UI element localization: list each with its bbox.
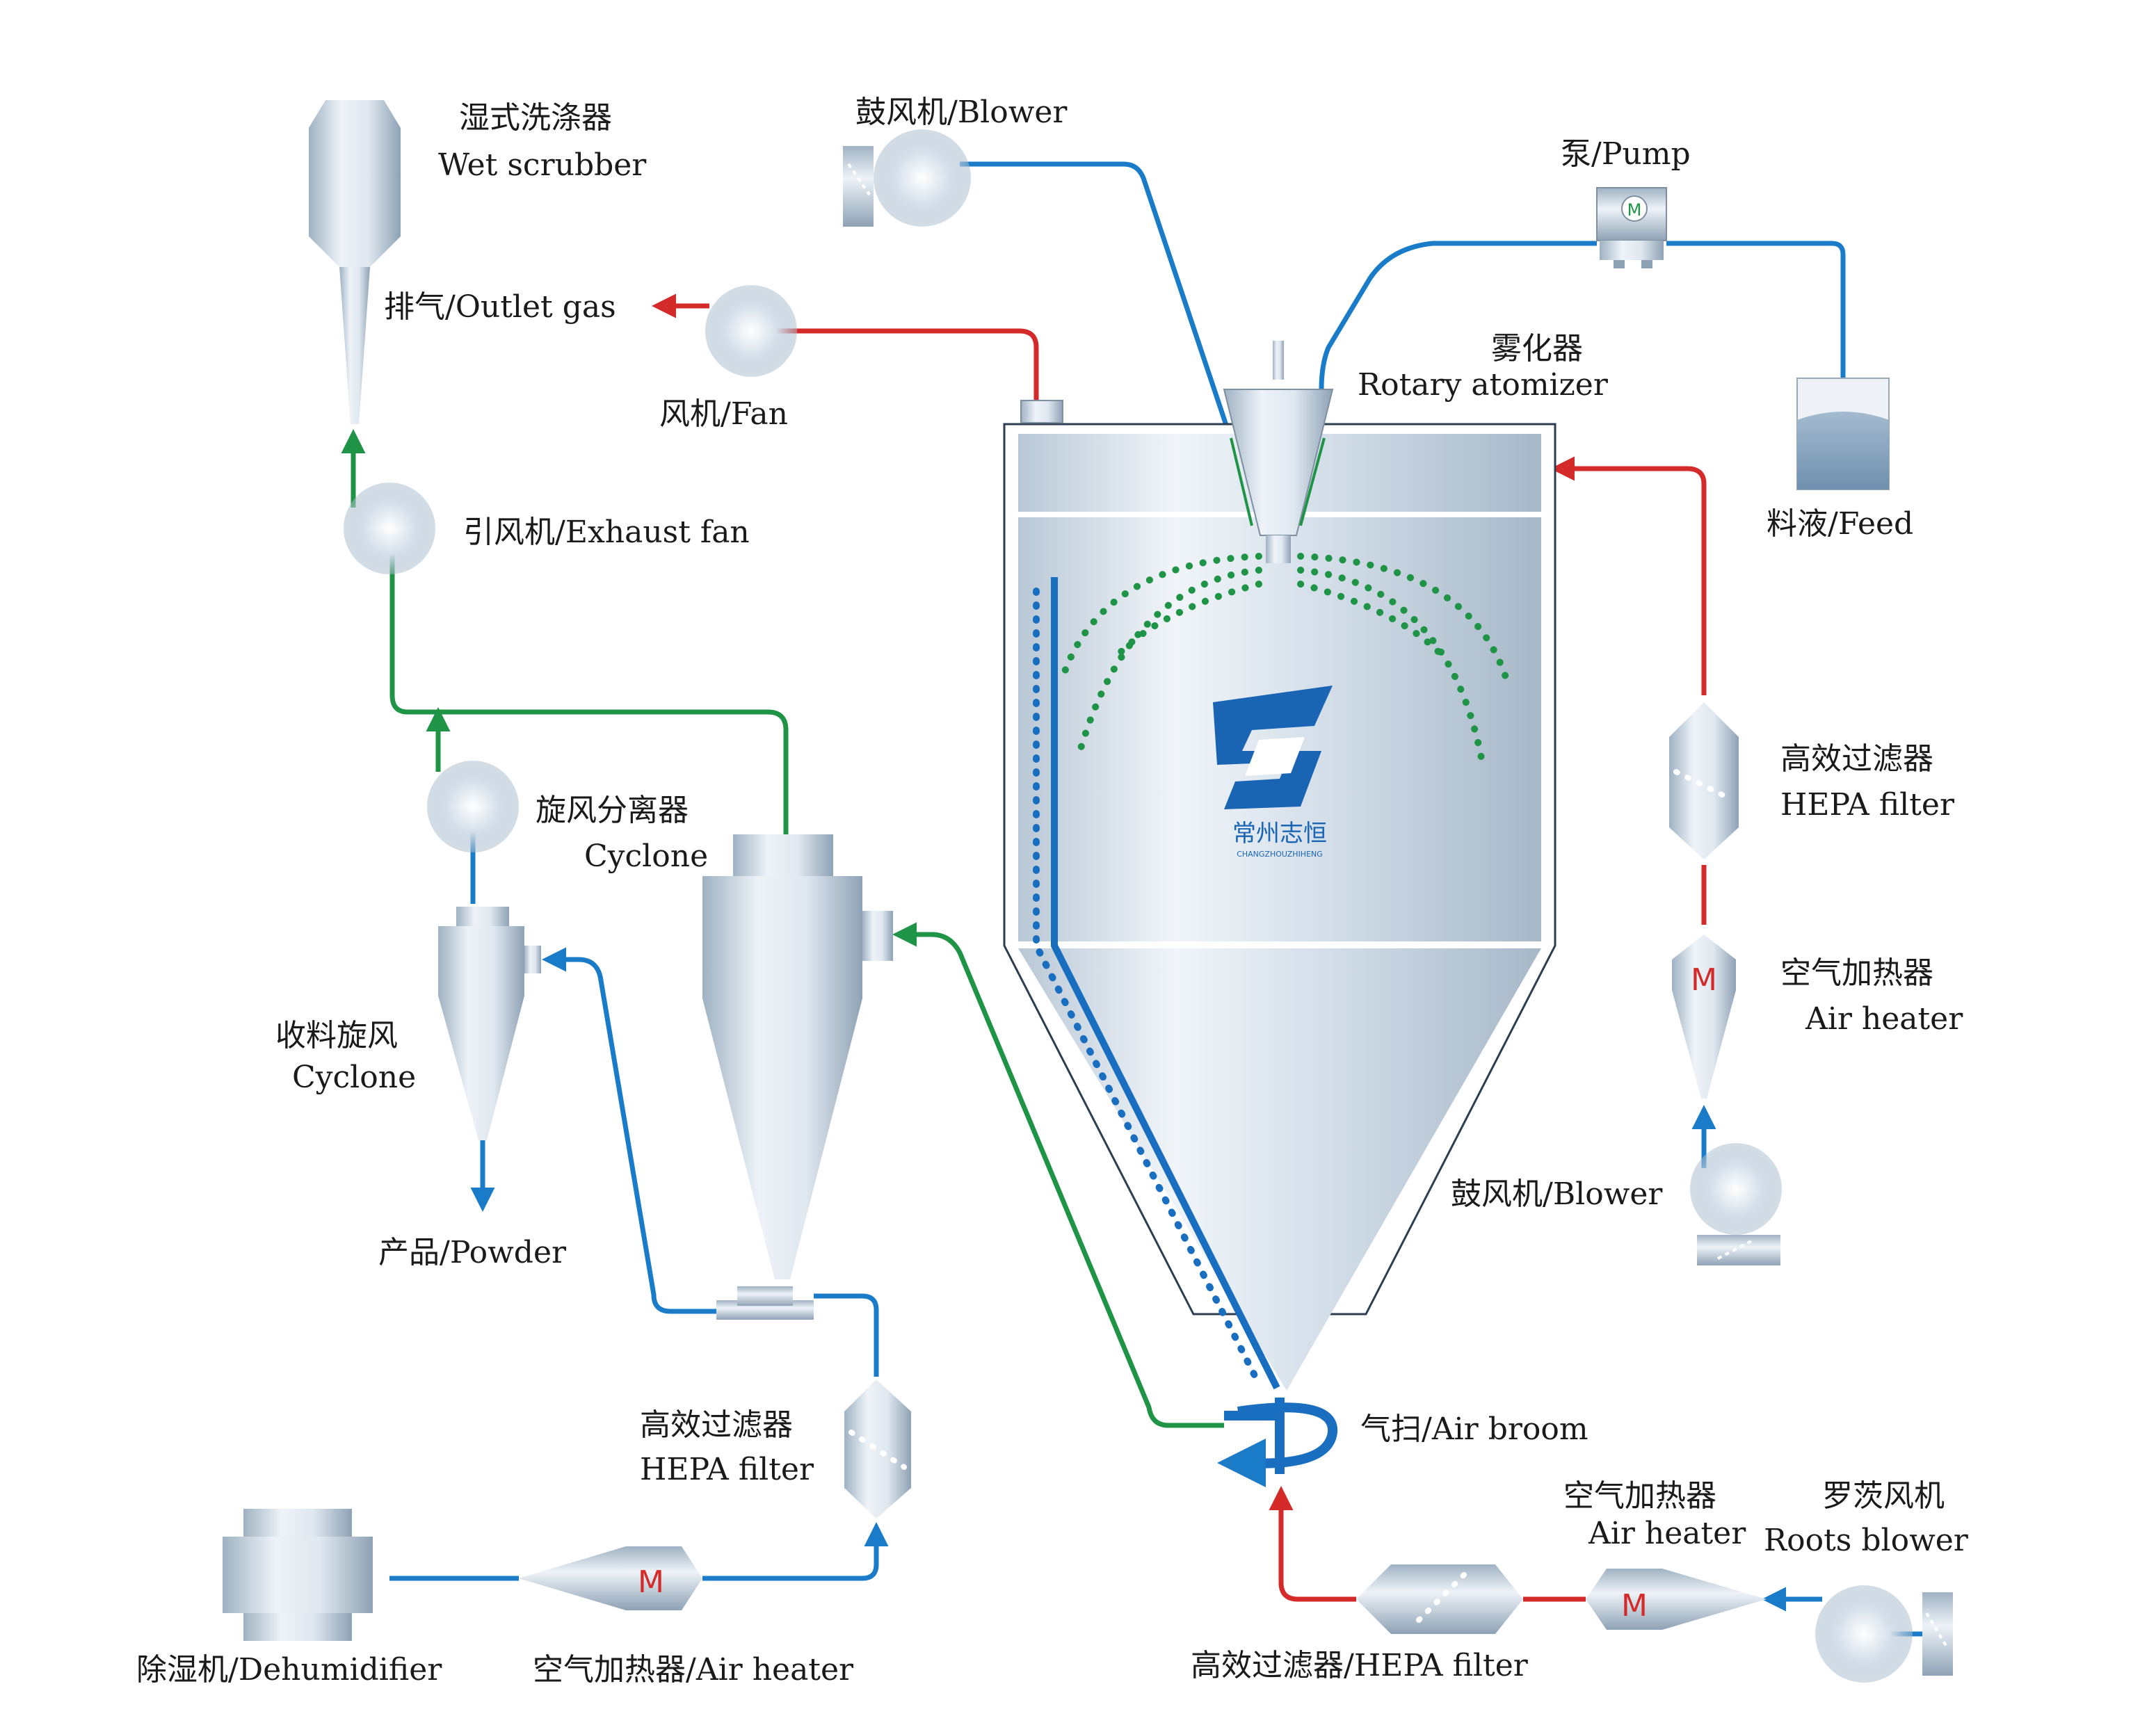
wet-scrubber bbox=[309, 100, 401, 424]
label-roots-cn: 罗茨风机 bbox=[1822, 1478, 1945, 1514]
hepa-filter-bottom bbox=[1356, 1564, 1523, 1634]
cyclone-fan bbox=[427, 761, 519, 852]
label-wet-scrubber-cn: 湿式洗涤器 bbox=[459, 100, 612, 136]
label-outlet-gas: 排气/Outlet gas bbox=[384, 289, 616, 325]
roots-blower bbox=[1815, 1585, 1953, 1683]
label-roots-en: Roots blower bbox=[1764, 1523, 1969, 1558]
label-cyclone-main-cn: 旋风分离器 bbox=[536, 793, 689, 828]
label-cyclone-main-en: Cyclone bbox=[584, 839, 708, 874]
fan-exhaust-gas bbox=[705, 285, 797, 377]
svg-text:M: M bbox=[1621, 1588, 1648, 1624]
air-heater-bottom: M bbox=[1586, 1569, 1767, 1630]
label-blower-right: 鼓风机/Blower bbox=[1451, 1176, 1663, 1212]
svg-text:M: M bbox=[1691, 962, 1717, 998]
air-broom-rotor bbox=[1217, 1398, 1338, 1487]
label-air-heater-left: 空气加热器/Air heater bbox=[533, 1652, 854, 1687]
rotary-atomizer bbox=[1223, 341, 1334, 563]
main-cyclone bbox=[702, 834, 893, 1320]
exhaust-fan bbox=[344, 483, 435, 574]
pipe-pump-to-atomizer bbox=[1319, 241, 1597, 390]
company-logo-icon: 常州志恒 CHANGZHOUZHIHENG bbox=[1213, 686, 1333, 859]
label-hepa-right-cn: 高效过滤器 bbox=[1780, 741, 1933, 777]
label-collect-cyclone-en: Cyclone bbox=[292, 1060, 416, 1095]
label-hepa-left-cn: 高效过滤器 bbox=[640, 1407, 793, 1443]
pipe-network bbox=[341, 161, 1926, 1637]
air-broom-jets bbox=[1033, 588, 1262, 1387]
collect-cyclone bbox=[438, 907, 541, 1140]
label-blower-top: 鼓风机/Blower bbox=[855, 95, 1068, 130]
fan-icon bbox=[874, 129, 971, 227]
label-air-heater-bottom-en: Air heater bbox=[1588, 1516, 1746, 1551]
svg-text:M: M bbox=[1627, 200, 1642, 220]
label-dehumidifier: 除湿机/Dehumidifier bbox=[136, 1652, 442, 1687]
label-air-heater-right-cn: 空气加热器 bbox=[1780, 955, 1933, 991]
pipe-hepa-to-valve bbox=[814, 1293, 879, 1377]
spray-drying-tower: 常州志恒 CHANGZHOUZHIHENG bbox=[1003, 400, 1556, 1391]
label-powder: 产品/Powder bbox=[378, 1235, 567, 1270]
label-rotary-atomizer-cn: 雾化器 bbox=[1491, 331, 1583, 366]
blower-right bbox=[1690, 1143, 1782, 1265]
svg-text:M: M bbox=[638, 1564, 664, 1600]
air-heater-right: M bbox=[1672, 934, 1736, 1099]
label-collect-cyclone-cn: 收料旋风 bbox=[275, 1018, 398, 1053]
blower-top bbox=[843, 129, 971, 227]
label-exhaust-fan: 引风机/Exhaust fan bbox=[463, 515, 750, 550]
label-rotary-atomizer-en: Rotary atomizer bbox=[1358, 367, 1609, 403]
label-feed: 料液/Feed bbox=[1767, 506, 1913, 542]
logo-en: CHANGZHOUZHIHENG bbox=[1237, 850, 1323, 859]
spray-pattern bbox=[1058, 553, 1513, 761]
hepa-filter-left bbox=[844, 1379, 911, 1519]
air-heater-left: M bbox=[519, 1546, 702, 1610]
pipe-broom-to-cyclone bbox=[892, 922, 1224, 1428]
dehumidifier bbox=[223, 1509, 373, 1641]
label-air-heater-bottom-cn: 空气加热器 bbox=[1563, 1478, 1716, 1514]
pipe-feed-to-pump bbox=[1666, 241, 1846, 378]
label-hepa-right-en: HEPA filter bbox=[1780, 787, 1955, 823]
pipe-hepa-to-tower bbox=[1550, 456, 1707, 695]
motor-icon bbox=[1621, 195, 1648, 222]
pipe-cyclone-to-exhaust bbox=[389, 528, 789, 834]
label-air-broom: 气扫/Air broom bbox=[1360, 1411, 1588, 1447]
label-fan: 风机/Fan bbox=[659, 396, 788, 432]
label-hepa-bottom: 高效过滤器/HEPA filter bbox=[1191, 1648, 1529, 1683]
label-hepa-left-en: HEPA filter bbox=[640, 1452, 814, 1487]
logo-cn: 常州志恒 bbox=[1232, 820, 1327, 848]
pipe-tower-to-fan bbox=[751, 328, 1039, 403]
pipe-heater-to-hepa-left bbox=[702, 1522, 889, 1581]
pump-icon: M bbox=[1596, 187, 1667, 268]
labels: 湿式洗涤器 Wet scrubber 鼓风机/Blower 泵/Pump 排气/… bbox=[136, 95, 1969, 1687]
pipe-hepa-to-broom bbox=[1269, 1486, 1356, 1602]
feed-tank bbox=[1796, 378, 1890, 490]
pipe-blower-to-atomizer bbox=[960, 161, 1241, 457]
hepa-filter-right bbox=[1669, 702, 1739, 859]
label-wet-scrubber-en: Wet scrubber bbox=[438, 147, 647, 183]
label-air-heater-right-en: Air heater bbox=[1805, 1001, 1963, 1037]
pipe-valve-to-collect bbox=[542, 947, 716, 1314]
label-pump: 泵/Pump bbox=[1561, 136, 1691, 172]
